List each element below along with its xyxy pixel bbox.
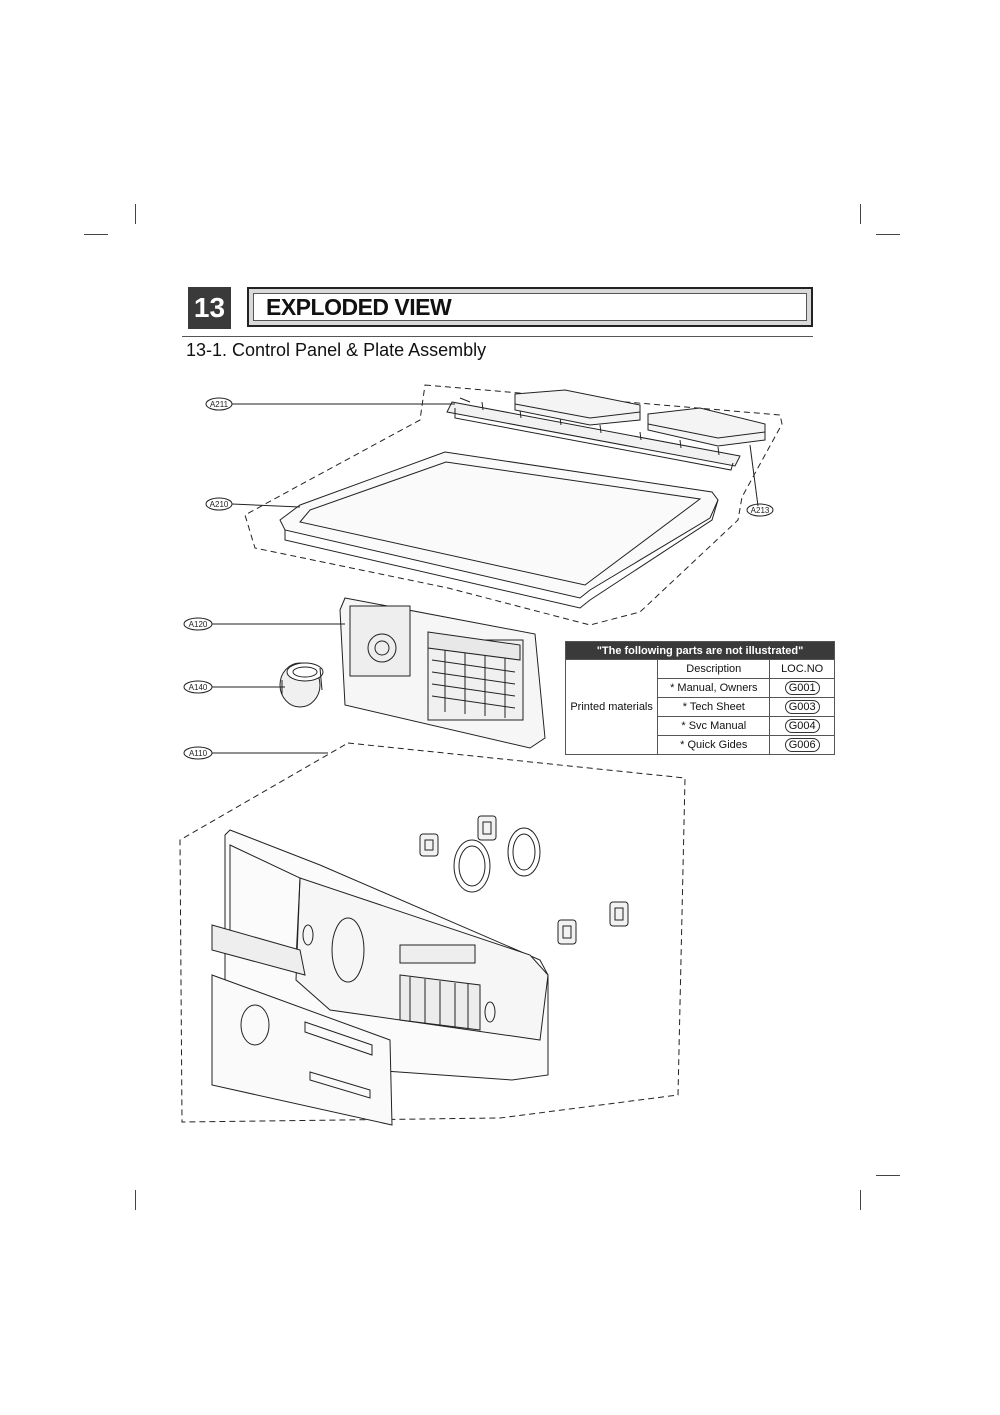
col-loc: LOC.NO (769, 659, 835, 679)
section-title-box: EXPLODED VIEW (247, 287, 813, 327)
callout-a140: A140 (189, 683, 208, 692)
button-small (557, 919, 577, 945)
row-description: * Tech Sheet (657, 697, 771, 717)
crop-mark (876, 1175, 900, 1176)
top-bracket-right (647, 407, 766, 447)
row-loc: G001 (784, 681, 820, 695)
row-description: * Quick Gides (657, 735, 771, 755)
section-number: 13 (188, 287, 231, 329)
row-description: * Svc Manual (657, 716, 771, 736)
row-loc: G004 (784, 719, 820, 733)
panel-assembly-boundary (179, 742, 686, 1123)
crop-mark (860, 204, 861, 224)
table-row: * Quick Gides G006 (566, 735, 835, 755)
crop-mark (135, 204, 136, 224)
callout-a211: A211 (210, 400, 229, 409)
not-illustrated-table: "The following parts are not illustrated… (564, 641, 835, 755)
row-loc: G006 (784, 738, 820, 752)
ring (453, 839, 491, 893)
button-small (419, 833, 439, 857)
heading-rule (182, 336, 813, 337)
group-label: Printed materials (564, 659, 659, 755)
callout-a210: A210 (210, 500, 229, 509)
row-description: * Manual, Owners (657, 678, 771, 698)
plate-assembly-boundary (244, 384, 783, 626)
crop-mark (860, 1190, 861, 1210)
top-plate (279, 451, 719, 599)
button-small (477, 815, 497, 841)
table-header: "The following parts are not illustrated… (565, 641, 835, 660)
callout-a213: A213 (751, 506, 770, 515)
crop-mark (876, 234, 900, 235)
crop-mark (135, 1190, 136, 1210)
ring (507, 827, 541, 877)
callout-a110: A110 (189, 749, 208, 758)
top-rail-bracket (446, 401, 741, 467)
col-description: Description (657, 659, 771, 679)
section-title: EXPLODED VIEW (253, 293, 807, 321)
callout-a120: A120 (189, 620, 208, 629)
row-loc: G003 (784, 700, 820, 714)
page-subtitle: 13-1. Control Panel & Plate Assembly (186, 340, 487, 360)
button-small (609, 901, 629, 927)
crop-mark (84, 234, 108, 235)
front-decal (211, 974, 393, 1126)
